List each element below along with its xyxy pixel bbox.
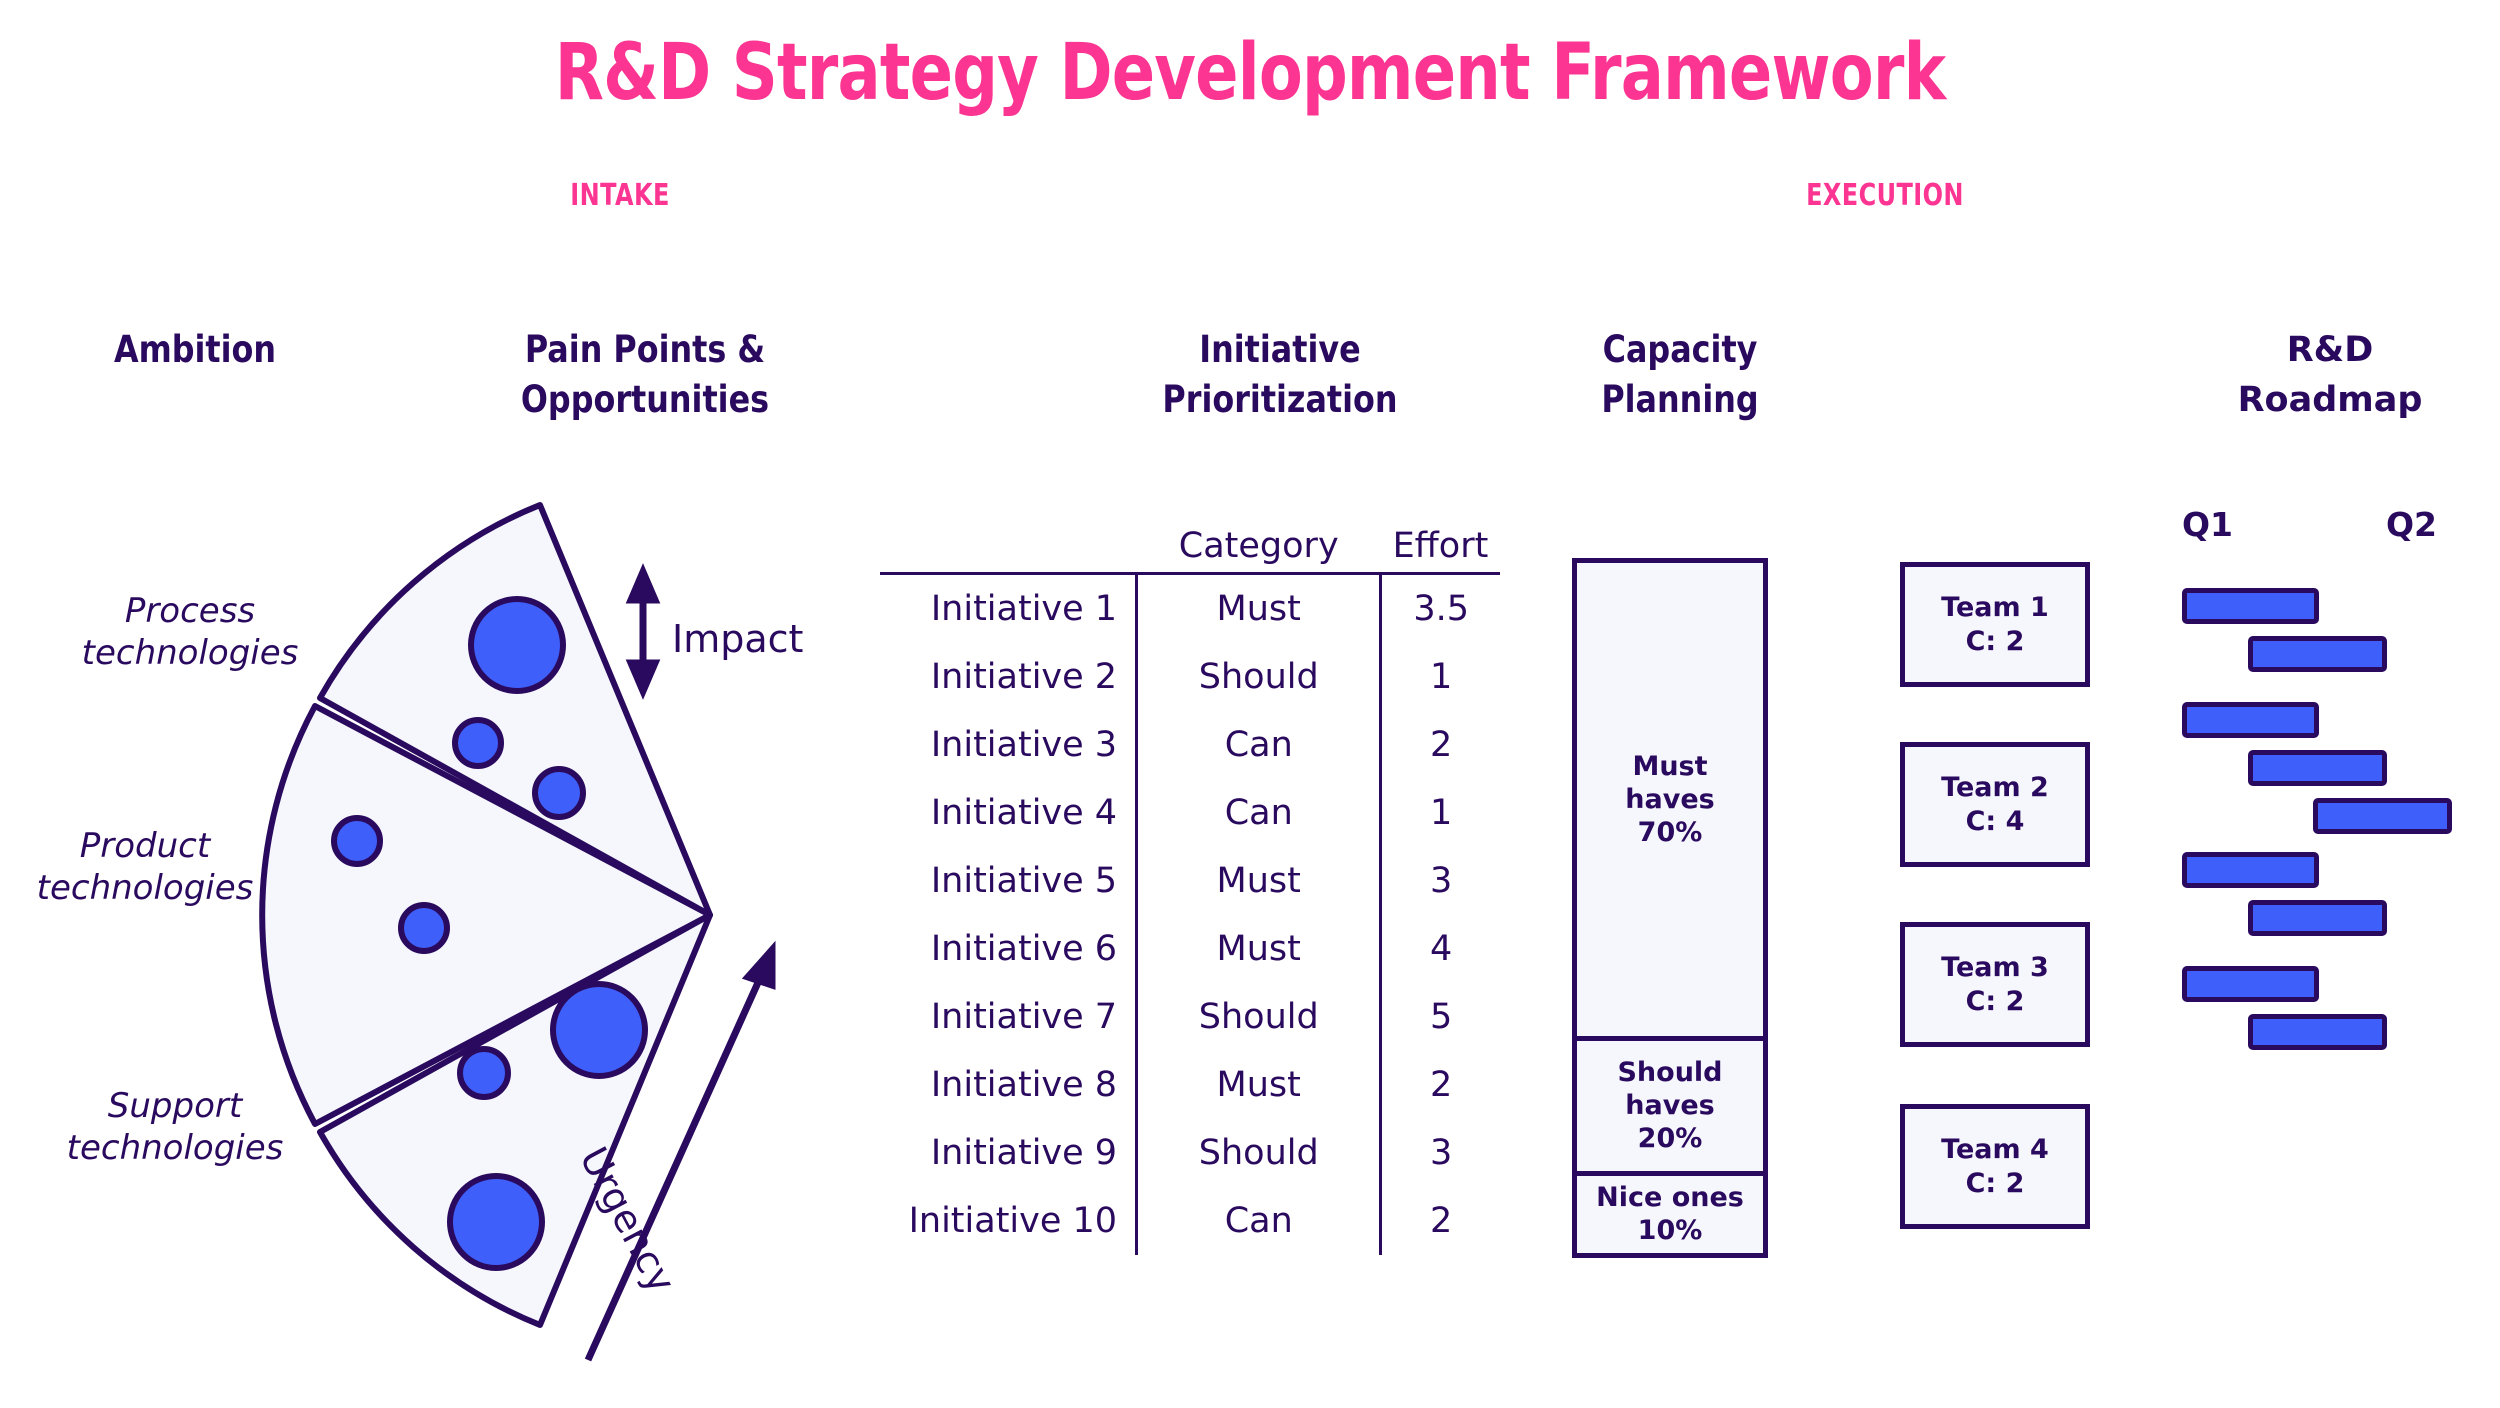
table-header-effort: Effort [1392, 526, 1489, 566]
table-cell-category: Must [1135, 847, 1383, 915]
capacity-segment-should-haves: Should haves 20% [1577, 1035, 1763, 1171]
bubble [532, 766, 586, 820]
table-cell-effort: 2 [1430, 725, 1453, 765]
table-cell-category: Can [1135, 1187, 1383, 1255]
column-header-capacity: Capacity Planning [1601, 328, 1759, 421]
gantt-bar[interactable] [2313, 798, 2452, 834]
quarter-label-q2: Q2 [2386, 505, 2438, 544]
team-box-1[interactable]: Team 1 C: 2 [1900, 562, 2090, 687]
fan-label-product: Product technologies [36, 826, 254, 908]
gantt-bar[interactable] [2248, 750, 2387, 786]
table-cell-effort: 4 [1430, 929, 1453, 969]
column-header-pain-points: Pain Points & Opportunities [520, 328, 770, 421]
column-header-ambition: Ambition [113, 328, 277, 371]
gantt-bar[interactable] [2182, 966, 2319, 1002]
table-cell-name: Initiative 1 [930, 589, 1118, 629]
bubble [452, 717, 504, 769]
table-cell-effort: 1 [1430, 657, 1453, 697]
bubble [331, 815, 383, 867]
column-header-initiative: Initiative Prioritization [1162, 328, 1398, 421]
table-header-category: Category [1178, 526, 1339, 566]
table-cell-effort: 2 [1430, 1065, 1453, 1105]
table-cell-name: Initiative 9 [930, 1133, 1118, 1173]
table-cell-effort: 1 [1430, 793, 1453, 833]
fan-label-support: Support technologies [66, 1086, 284, 1168]
quarter-label-q1: Q1 [2182, 505, 2234, 544]
bubble-group [331, 596, 648, 1271]
table-row: Initiative 2 Should 1 [880, 643, 1500, 711]
team-box-4[interactable]: Team 4 C: 2 [1900, 1104, 2090, 1229]
table-row: Initiative 8 Must 2 [880, 1051, 1500, 1119]
bubble [457, 1046, 511, 1100]
table-cell-name: Initiative 10 [908, 1201, 1118, 1241]
table-row: Initiative 3 Can 2 [880, 711, 1500, 779]
table-cell-category: Can [1135, 711, 1383, 779]
impact-arrow-icon [625, 563, 661, 700]
fan-svg [259, 502, 776, 1362]
table-row: Initiative 5 Must 3 [880, 847, 1500, 915]
axis-label-impact: Impact [672, 617, 804, 661]
gantt-bar[interactable] [2248, 900, 2387, 936]
gantt-bar[interactable] [2182, 588, 2319, 624]
table-cell-category: Can [1135, 779, 1383, 847]
table-cell-name: Initiative 8 [930, 1065, 1118, 1105]
capacity-segment-nice-ones: Nice ones 10% [1577, 1170, 1763, 1253]
ambition-fan-diagram: Process technologies Product technologie… [0, 480, 860, 1380]
table-row: Initiative 10 Can 2 [880, 1187, 1500, 1255]
table-row: Initiative 1 Must 3.5 [880, 573, 1500, 643]
fan-label-process: Process technologies [81, 591, 299, 673]
capacity-segment-must-haves: Must haves 70% [1625, 750, 1715, 848]
table-header-name [880, 500, 1137, 572]
table-row: Initiative 4 Can 1 [880, 779, 1500, 847]
gantt-bar[interactable] [2182, 852, 2319, 888]
table-cell-name: Initiative 7 [930, 997, 1118, 1037]
table-cell-category: Must [1135, 1051, 1383, 1119]
team-box-2[interactable]: Team 2 C: 4 [1900, 742, 2090, 867]
table-cell-effort: 3.5 [1413, 589, 1470, 629]
rule-cell-category [1136, 571, 1381, 575]
column-header-roadmap: R&D Roadmap [2237, 330, 2423, 420]
bubble [550, 981, 648, 1079]
rule-cell-effort [1380, 571, 1500, 575]
table-cell-name: Initiative 4 [930, 793, 1118, 833]
table-cell-category: Should [1135, 983, 1383, 1051]
bubble [398, 902, 450, 954]
table-cell-name: Initiative 3 [930, 725, 1118, 765]
urgency-arrow-icon [584, 940, 776, 1362]
table-cell-name: Initiative 6 [930, 929, 1118, 969]
table-header-rule [880, 571, 1500, 575]
rule-cell-name [880, 571, 1137, 575]
fan-segment-product [259, 703, 713, 1127]
team-box-3[interactable]: Team 3 C: 2 [1900, 922, 2090, 1047]
table-cell-effort: 3 [1430, 861, 1453, 901]
table-cell-category: Must [1135, 573, 1383, 643]
table-cell-name: Initiative 2 [930, 657, 1118, 697]
table-cell-name: Initiative 5 [930, 861, 1118, 901]
phase-label-intake: INTAKE [570, 178, 670, 213]
table-row: Initiative 9 Should 3 [880, 1119, 1500, 1187]
table-cell-effort: 5 [1430, 997, 1453, 1037]
table-cell-effort: 2 [1430, 1201, 1453, 1241]
table-header-row: Category Effort [880, 500, 1500, 572]
table-cell-category: Must [1135, 915, 1383, 983]
capacity-planning-bar: Must haves 70% Should haves 20% Nice one… [1572, 558, 1768, 1258]
gantt-bar[interactable] [2182, 702, 2319, 738]
bubble [447, 1173, 545, 1271]
table-cell-category: Should [1135, 643, 1383, 711]
fan-segment-process [317, 502, 713, 918]
table-head: Category Effort [880, 500, 1500, 575]
gantt-bar[interactable] [2248, 1014, 2387, 1050]
table-row: Initiative 6 Must 4 [880, 915, 1500, 983]
table-cell-effort: 3 [1430, 1133, 1453, 1173]
table-cell-category: Should [1135, 1119, 1383, 1187]
table-row: Initiative 7 Should 5 [880, 983, 1500, 1051]
page-title: R&D Strategy Development Framework [554, 28, 1946, 118]
phase-label-execution: EXECUTION [1806, 178, 1964, 213]
bubble [468, 596, 566, 694]
gantt-bar[interactable] [2248, 636, 2387, 672]
